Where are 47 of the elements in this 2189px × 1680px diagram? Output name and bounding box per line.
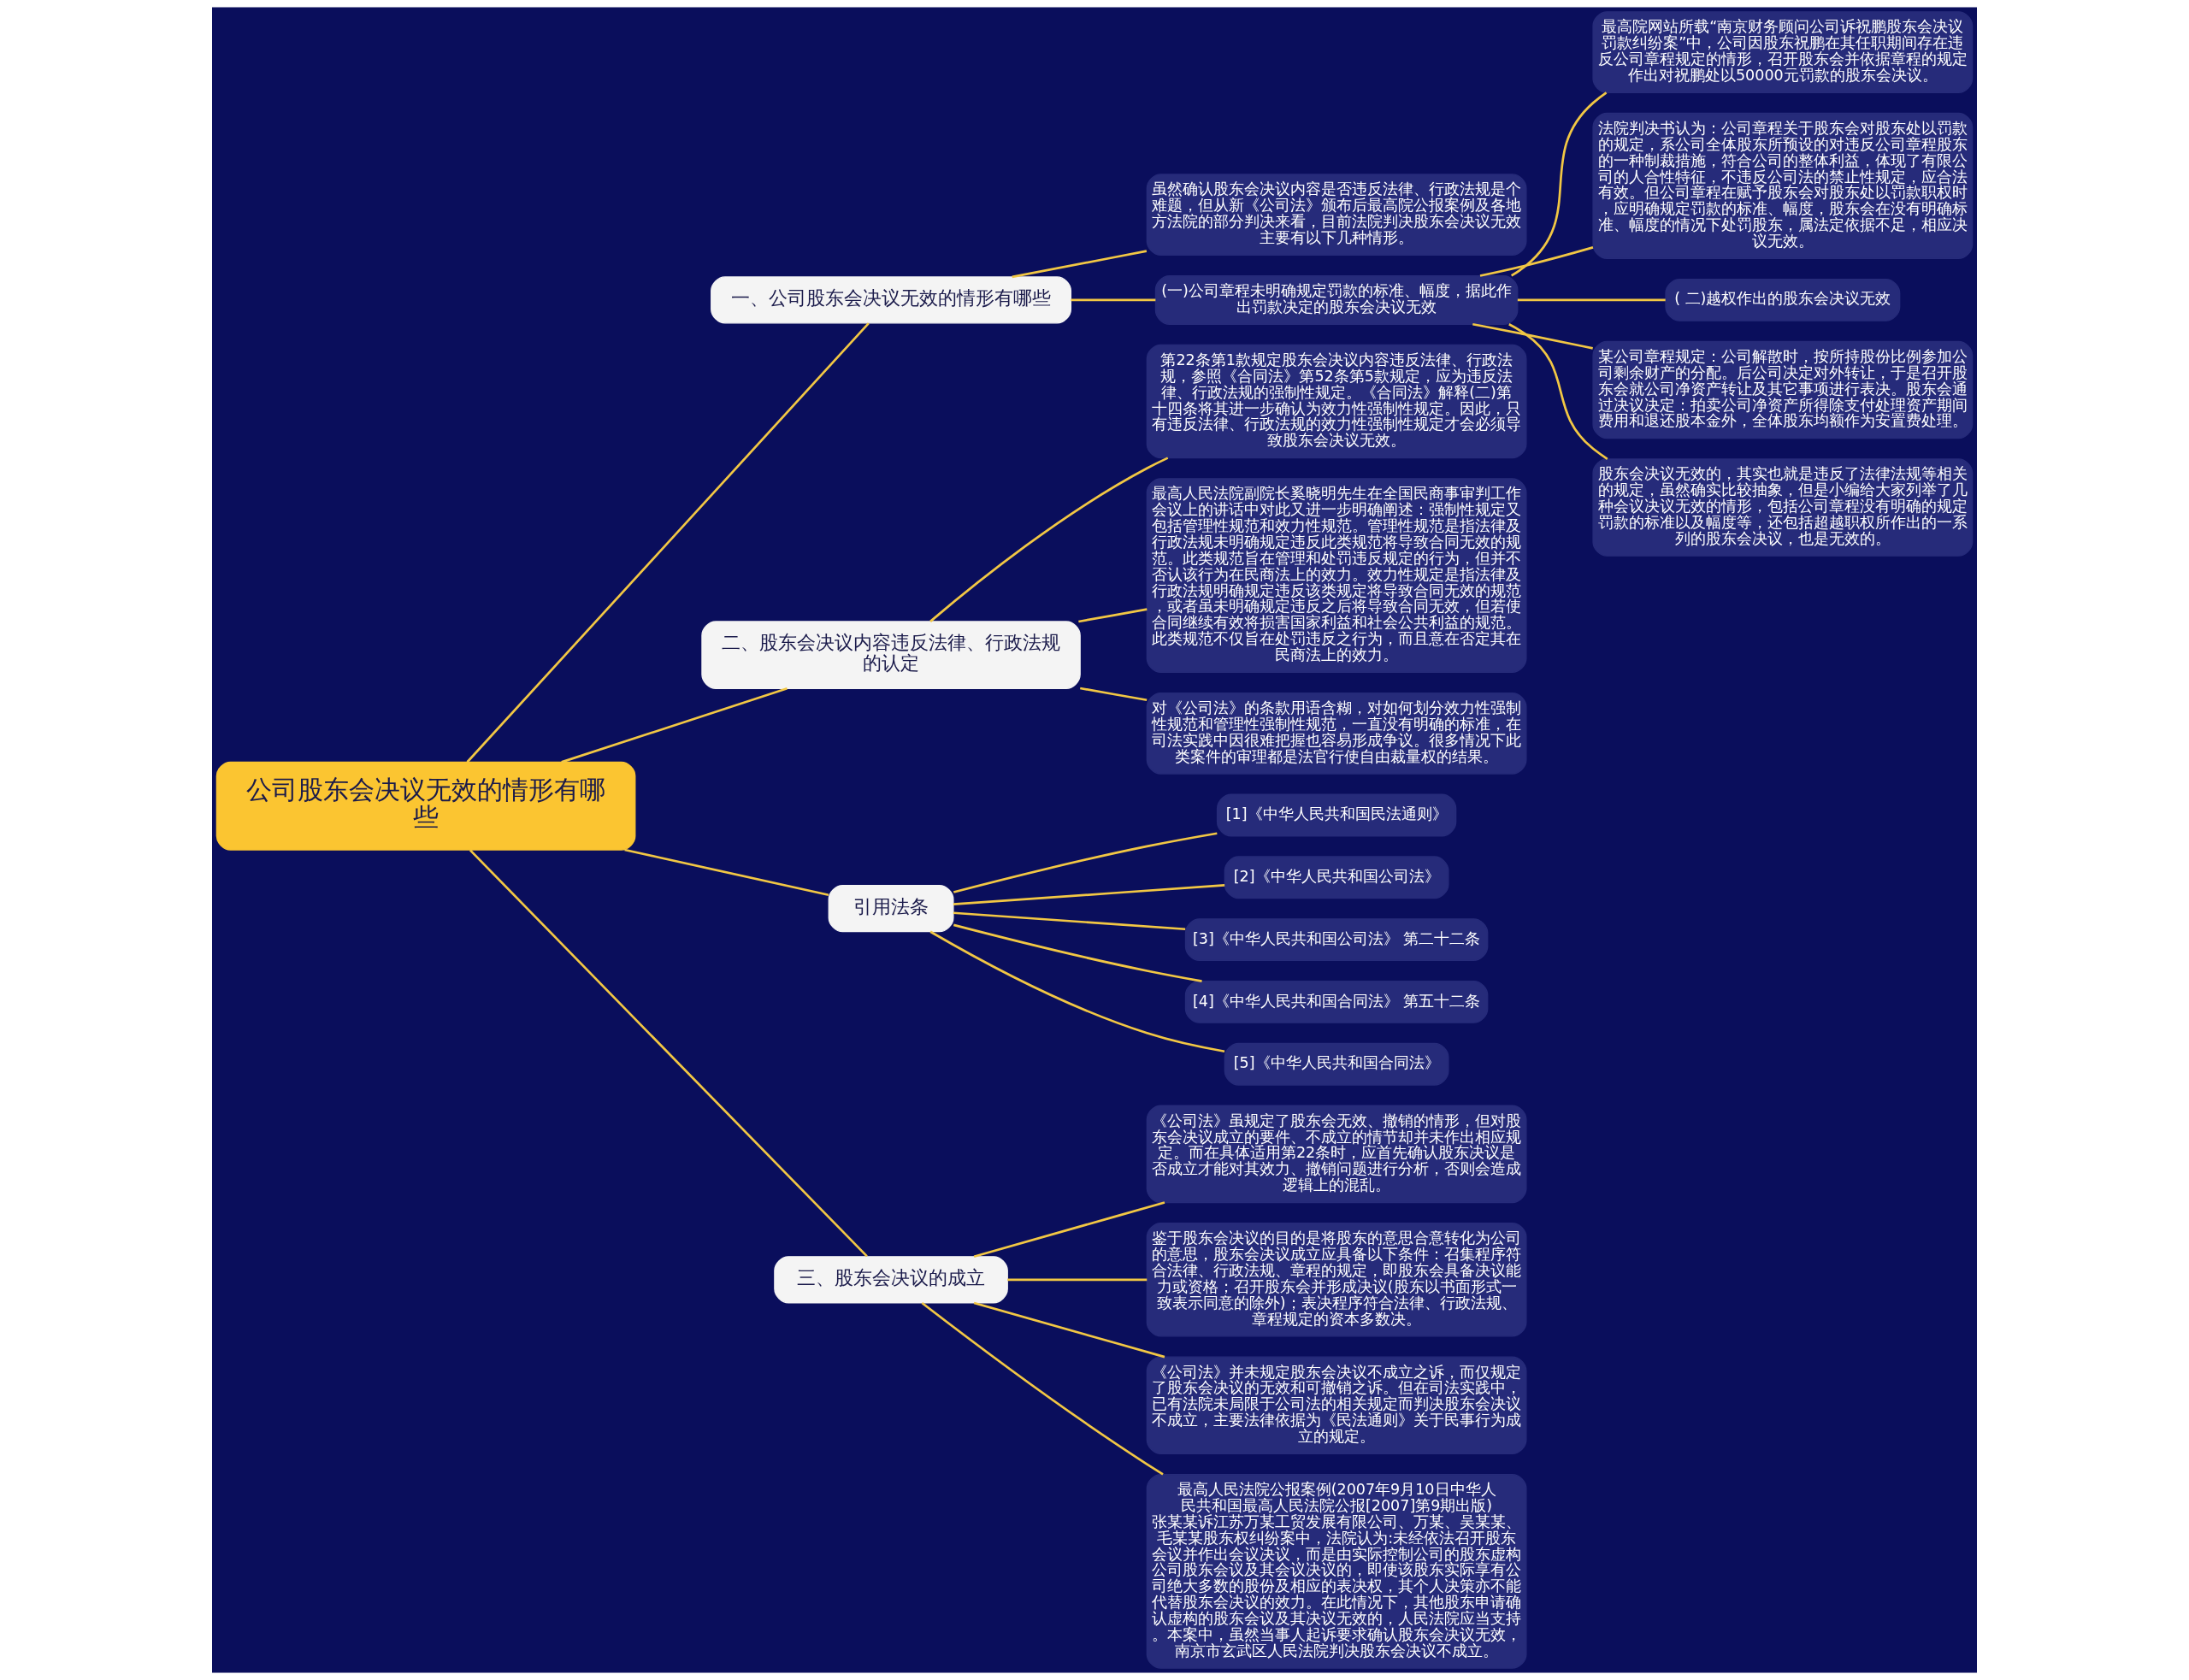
connector	[1007, 1278, 1148, 1282]
connector	[1071, 298, 1156, 302]
node-box: 《公司法》并未规定股东会决议不成立之诉，而仅规定了股东会决议的无效和可撤销之诉。但在司法实践中，已有法院未局限于公司法的相关规定而判决股东会决议不成立，主要法律依据为《民法通则》关于民事行为成立的规定。	[1146, 1356, 1527, 1455]
connector	[1517, 298, 1666, 302]
connector	[1479, 246, 1594, 277]
node-box: 最高人民法院副院长奚晓明先生在全国民商事审判工作会议上的讲话中对此又进一步明确阐述：强制性规定又包括管理性规范和效力性规范。管理性规范是指法律及行政法规未明确规定违反此类规范将导致合同无效的规范。此类规范旨在管理和处罚违反规定的行为，但并不否认该行为在民商法上的效力。效力性规定是指法律及行政法规明确规定违反该类规定将导致合同无效的规范，或者虽未明确规定违反之后将导致合同无效，但若使合同继续有效将损害国家利益和社会公共利益的规范。此类规范不仅旨在处罚违反之行为，而且意在否定其在民商法上的效力。	[1146, 478, 1527, 674]
node-box: 最高人民法院公报案例(2007年9月10日中华人民共和国最高人民法院公报[2007]第9期出版)张某某诉江苏万某工贸发展有限公司、万某、吴某某、毛某某股东权纠纷案中，法院认为:未经依法召开股东会议并作出会议决议，而是由实际控制公司的股东虚构公司股东会议及其会议决议的，即使该股东实际享有公司绝大多数的股份及相应的表决权，其个人决策亦不能代替股东会决议的效力。在此情况下，其他股东申请确认虚构的股东会议及其决议无效的，人民法院应当支持。本案中，虽然当事人起诉要求确认股东会决议无效，南京市玄武区人民法院判决股东会决议不成立。	[1146, 1473, 1527, 1669]
connector	[973, 1301, 1165, 1359]
connector	[953, 884, 1225, 906]
connector	[1472, 322, 1593, 350]
node-box: (一)公司章程未明确规定罚款的标准、幅度，据此作出罚款决定的股东会决议无效	[1154, 274, 1519, 325]
connector	[469, 849, 868, 1258]
connector	[953, 832, 1218, 893]
node-box: [1]《中华人民共和国民法通则》	[1216, 793, 1457, 837]
node-box: 一、公司股东会决议无效的情形有哪些	[711, 276, 1072, 324]
connector	[929, 457, 1169, 622]
node-box: 公司股东会决议无效的情形有哪些	[215, 761, 636, 851]
connector	[624, 848, 829, 897]
node-box: 虽然确认股东会决议内容是否违反法律、行政法规是个难题，但从新《公司法》颁布后最高院公报案例及各地方法院的部分判决来看，目前法院判决股东会决议无效主要有以下几种情形。	[1146, 174, 1527, 256]
connector	[561, 687, 788, 763]
node-box: 《公司法》虽规定了股东会无效、撤销的情形，但对股东会决议成立的要件、不成立的情节却并未作出相应规定。而在具体适用第22条时，应首先确认股东决议是否成立才能对其效力、撤销问题进行分析，否则会造成逻辑上的混乱。	[1146, 1105, 1527, 1204]
connector	[973, 1201, 1165, 1258]
connector	[953, 923, 1202, 982]
node-box: 股东会决议无效的，其实也就是违反了法律法规等相关的规定，虽然确实比较抽象，但是小编给大家列举了几种会议决议无效的情形，包括公司章程没有明确的规定罚款的标准以及幅度等，还包括超越职权所作出的一系列的股东会决议，也是无效的。	[1592, 458, 1974, 557]
node-box: [5]《中华人民共和国合同法》	[1224, 1042, 1449, 1086]
connector	[953, 911, 1186, 931]
node-box: [3]《中华人民共和国公司法》 第二十二条	[1184, 918, 1489, 962]
connector	[1080, 687, 1148, 702]
node-box: 鉴于股东会决议的目的是将股东的意思合意转化为公司的意思，股东会决议成立应具备以下条件：召集程序符合法律、行政法规、章程的规定，即股东会具备决议能力或资格；召开股东会并形成决议(股东以书面形式一致表示同意的除外)；表决程序符合法律、行政法规、章程规定的资本多数决。	[1146, 1223, 1527, 1337]
node-box: [2]《中华人民共和国公司法》	[1224, 856, 1449, 899]
connector	[1012, 250, 1148, 279]
node-box: 引用法条	[828, 885, 954, 933]
node-box: [4]《中华人民共和国合同法》 第五十二条	[1184, 980, 1489, 1023]
node-box: ( 二)越权作出的股东会决议无效	[1665, 278, 1901, 321]
connector	[1508, 323, 1608, 460]
node-box: 三、股东会决议的成立	[774, 1256, 1008, 1304]
connector	[1078, 608, 1148, 623]
node-box: 最高院网站所载“南京财务顾问公司诉祝鹏股东会决议罚款纠纷案”中，公司因股东祝鹏在其任职期间存在违反公司章程规定的情形，召开股东会并依据章程的规定作出对祝鹏处以50000元罚款的股东会决议。	[1592, 11, 1974, 93]
node-box: 对《公司法》的条款用语含糊，对如何划分效力性强制性规范和管理性强制性规范，一直没有明确的标准，在司法实践中因很难把握也容易形成争议。很多情况下此类案件的审理都是法官行使自由裁量权的结果。	[1146, 692, 1527, 775]
node-box: 第22条第1款规定股东会决议内容违反法律、行政法规，参照《合同法》第52条第5款规定，应为违反法律、行政法规的强制性规定。《合同法》解释(二)第十四条将其进一步确认为效力性强制性规定。因此，只有违反法律、行政法规的效力性强制性规定才会必须导致股东会决议无效。	[1146, 344, 1527, 459]
connector	[921, 1301, 1164, 1476]
connector	[929, 930, 1225, 1053]
node-box: 法院判决书认为：公司章程关于股东会对股东处以罚款的规定，系公司全体股东所预设的对违反公司章程股东的一种制裁措施，符合公司的整体利益，体现了有限公司的人合性特征，不违反公司法的禁止性规定，应合法有效。但公司章程在赋予股东会对股东处以罚款职权时，应明确规定罚款的标准、幅度，股东会在没有明确标准、幅度的情况下处罚股东，属法定依据不足，相应决议无效。	[1592, 112, 1974, 260]
connector	[1510, 91, 1608, 277]
node-box: 二、股东会决议内容违反法律、行政法规的认定	[701, 621, 1081, 689]
node-box: 某公司章程规定：公司解散时，按所持股份比例参加公司剩余财产的分配。后公司决定对外转让，于是召开股东会就公司净资产转让及其它事项进行表决。股东会通过决议决定：拍卖公司净资产所得除支付处理资产期间费用和退还股本金外，全体股东均额作为安置费处理。	[1592, 340, 1974, 439]
connector	[466, 322, 870, 763]
